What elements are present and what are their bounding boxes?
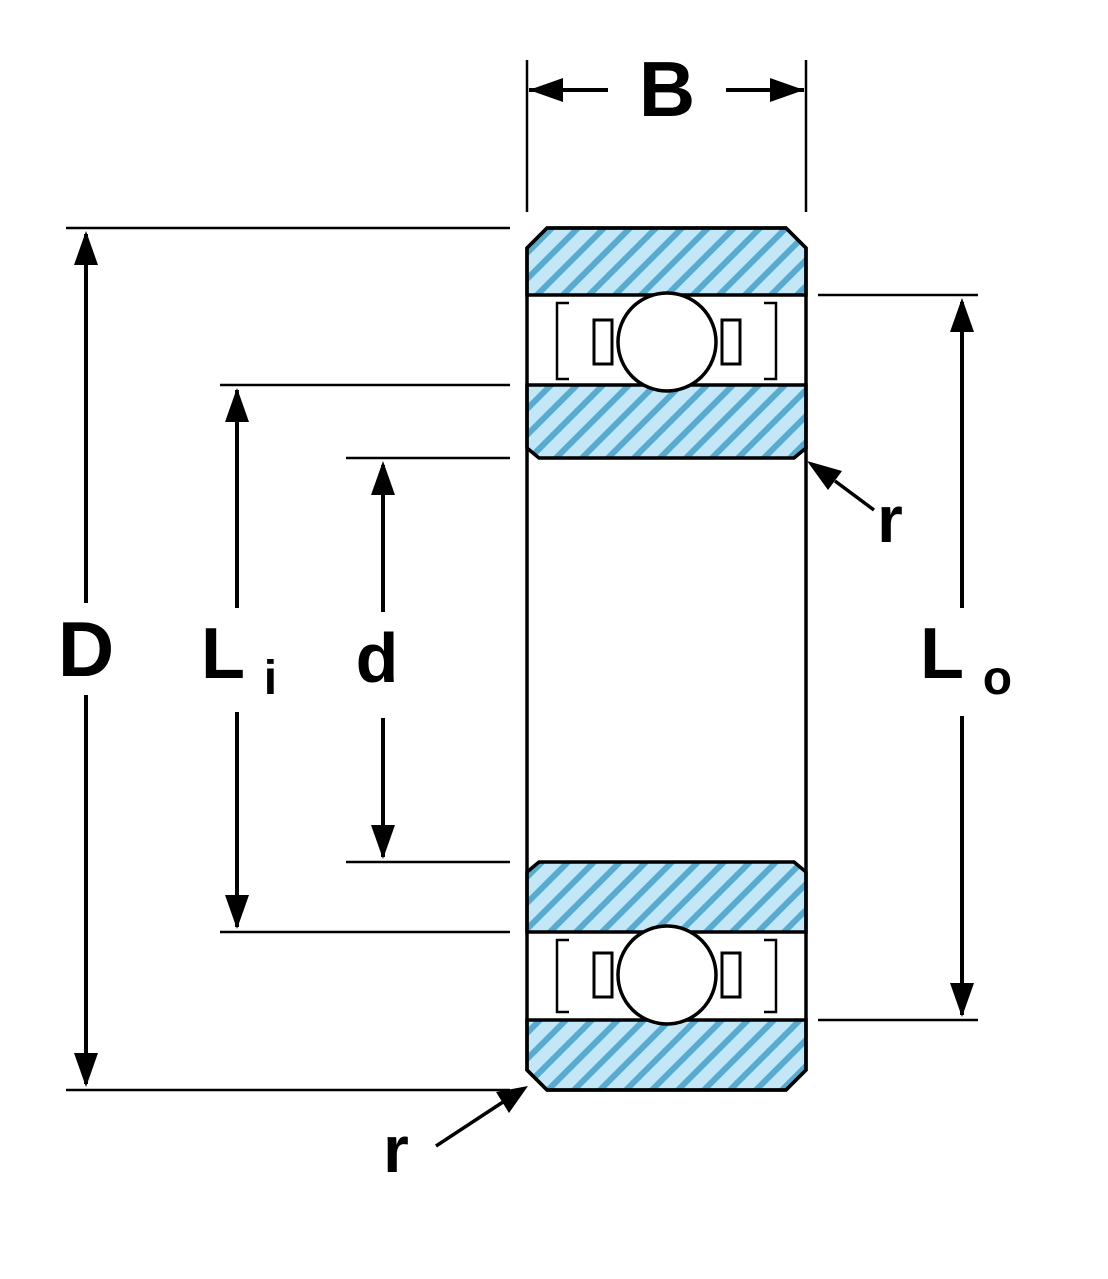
cage-top-right xyxy=(720,318,742,366)
arrowhead-diagonal xyxy=(496,1086,528,1113)
arrowhead-down xyxy=(225,895,249,929)
chamfer-label-r-top: r xyxy=(877,482,903,556)
arrowhead-up xyxy=(950,298,974,332)
chamfer-label-r-bottom: r xyxy=(383,1112,409,1186)
label-Li-sub: i xyxy=(264,652,277,705)
dimension-label-d: d xyxy=(356,619,399,697)
inner-ring-top-section xyxy=(525,383,808,460)
cage-top-left xyxy=(592,318,614,366)
arrowhead-down xyxy=(74,1053,98,1087)
dimension-Li: L i xyxy=(201,383,510,934)
ball-top xyxy=(616,291,718,393)
arrowhead-up xyxy=(371,461,395,495)
arrowhead-up xyxy=(225,388,249,422)
bearing-silhouette xyxy=(525,226,808,1092)
shield-top-left xyxy=(555,301,569,381)
dimension-D: D xyxy=(58,226,510,1092)
dimension-label-Lo: L o xyxy=(920,614,1012,705)
arrowhead-up xyxy=(74,231,98,265)
bearing-section xyxy=(525,226,808,1092)
inner-ring-bottom-section xyxy=(525,860,808,934)
arrowhead-left xyxy=(529,78,563,102)
label-Lo-main: L xyxy=(920,614,963,694)
shield-bottom-left xyxy=(555,938,569,1014)
dimension-label-D: D xyxy=(58,605,114,693)
cage-bottom-left xyxy=(592,951,614,999)
arrowhead-down xyxy=(371,825,395,859)
arrowhead-right xyxy=(770,78,804,102)
dimension-Lo: L o xyxy=(818,293,1012,1022)
dimension-label-B: B xyxy=(639,45,695,133)
shield-top-right xyxy=(764,301,778,381)
label-Li-main: L xyxy=(201,614,244,694)
leader-line xyxy=(435,1100,504,1148)
shield-bottom-right xyxy=(764,938,778,1014)
outer-ring-top-section xyxy=(525,226,808,297)
ball-bottom xyxy=(616,924,718,1026)
leader-line xyxy=(833,479,876,512)
outer-ring-bottom-section xyxy=(525,1018,808,1092)
arrowhead-down xyxy=(950,983,974,1017)
label-Lo-sub: o xyxy=(983,652,1012,705)
dimension-label-Li: L i xyxy=(201,614,277,705)
callout-r-bottom: r xyxy=(383,1086,528,1186)
dimension-d: d xyxy=(346,456,510,864)
cage-bottom-right xyxy=(720,951,742,999)
dimension-B: B xyxy=(525,45,808,212)
arrowhead-diagonal xyxy=(807,461,842,490)
callout-r-top: r xyxy=(807,461,903,556)
